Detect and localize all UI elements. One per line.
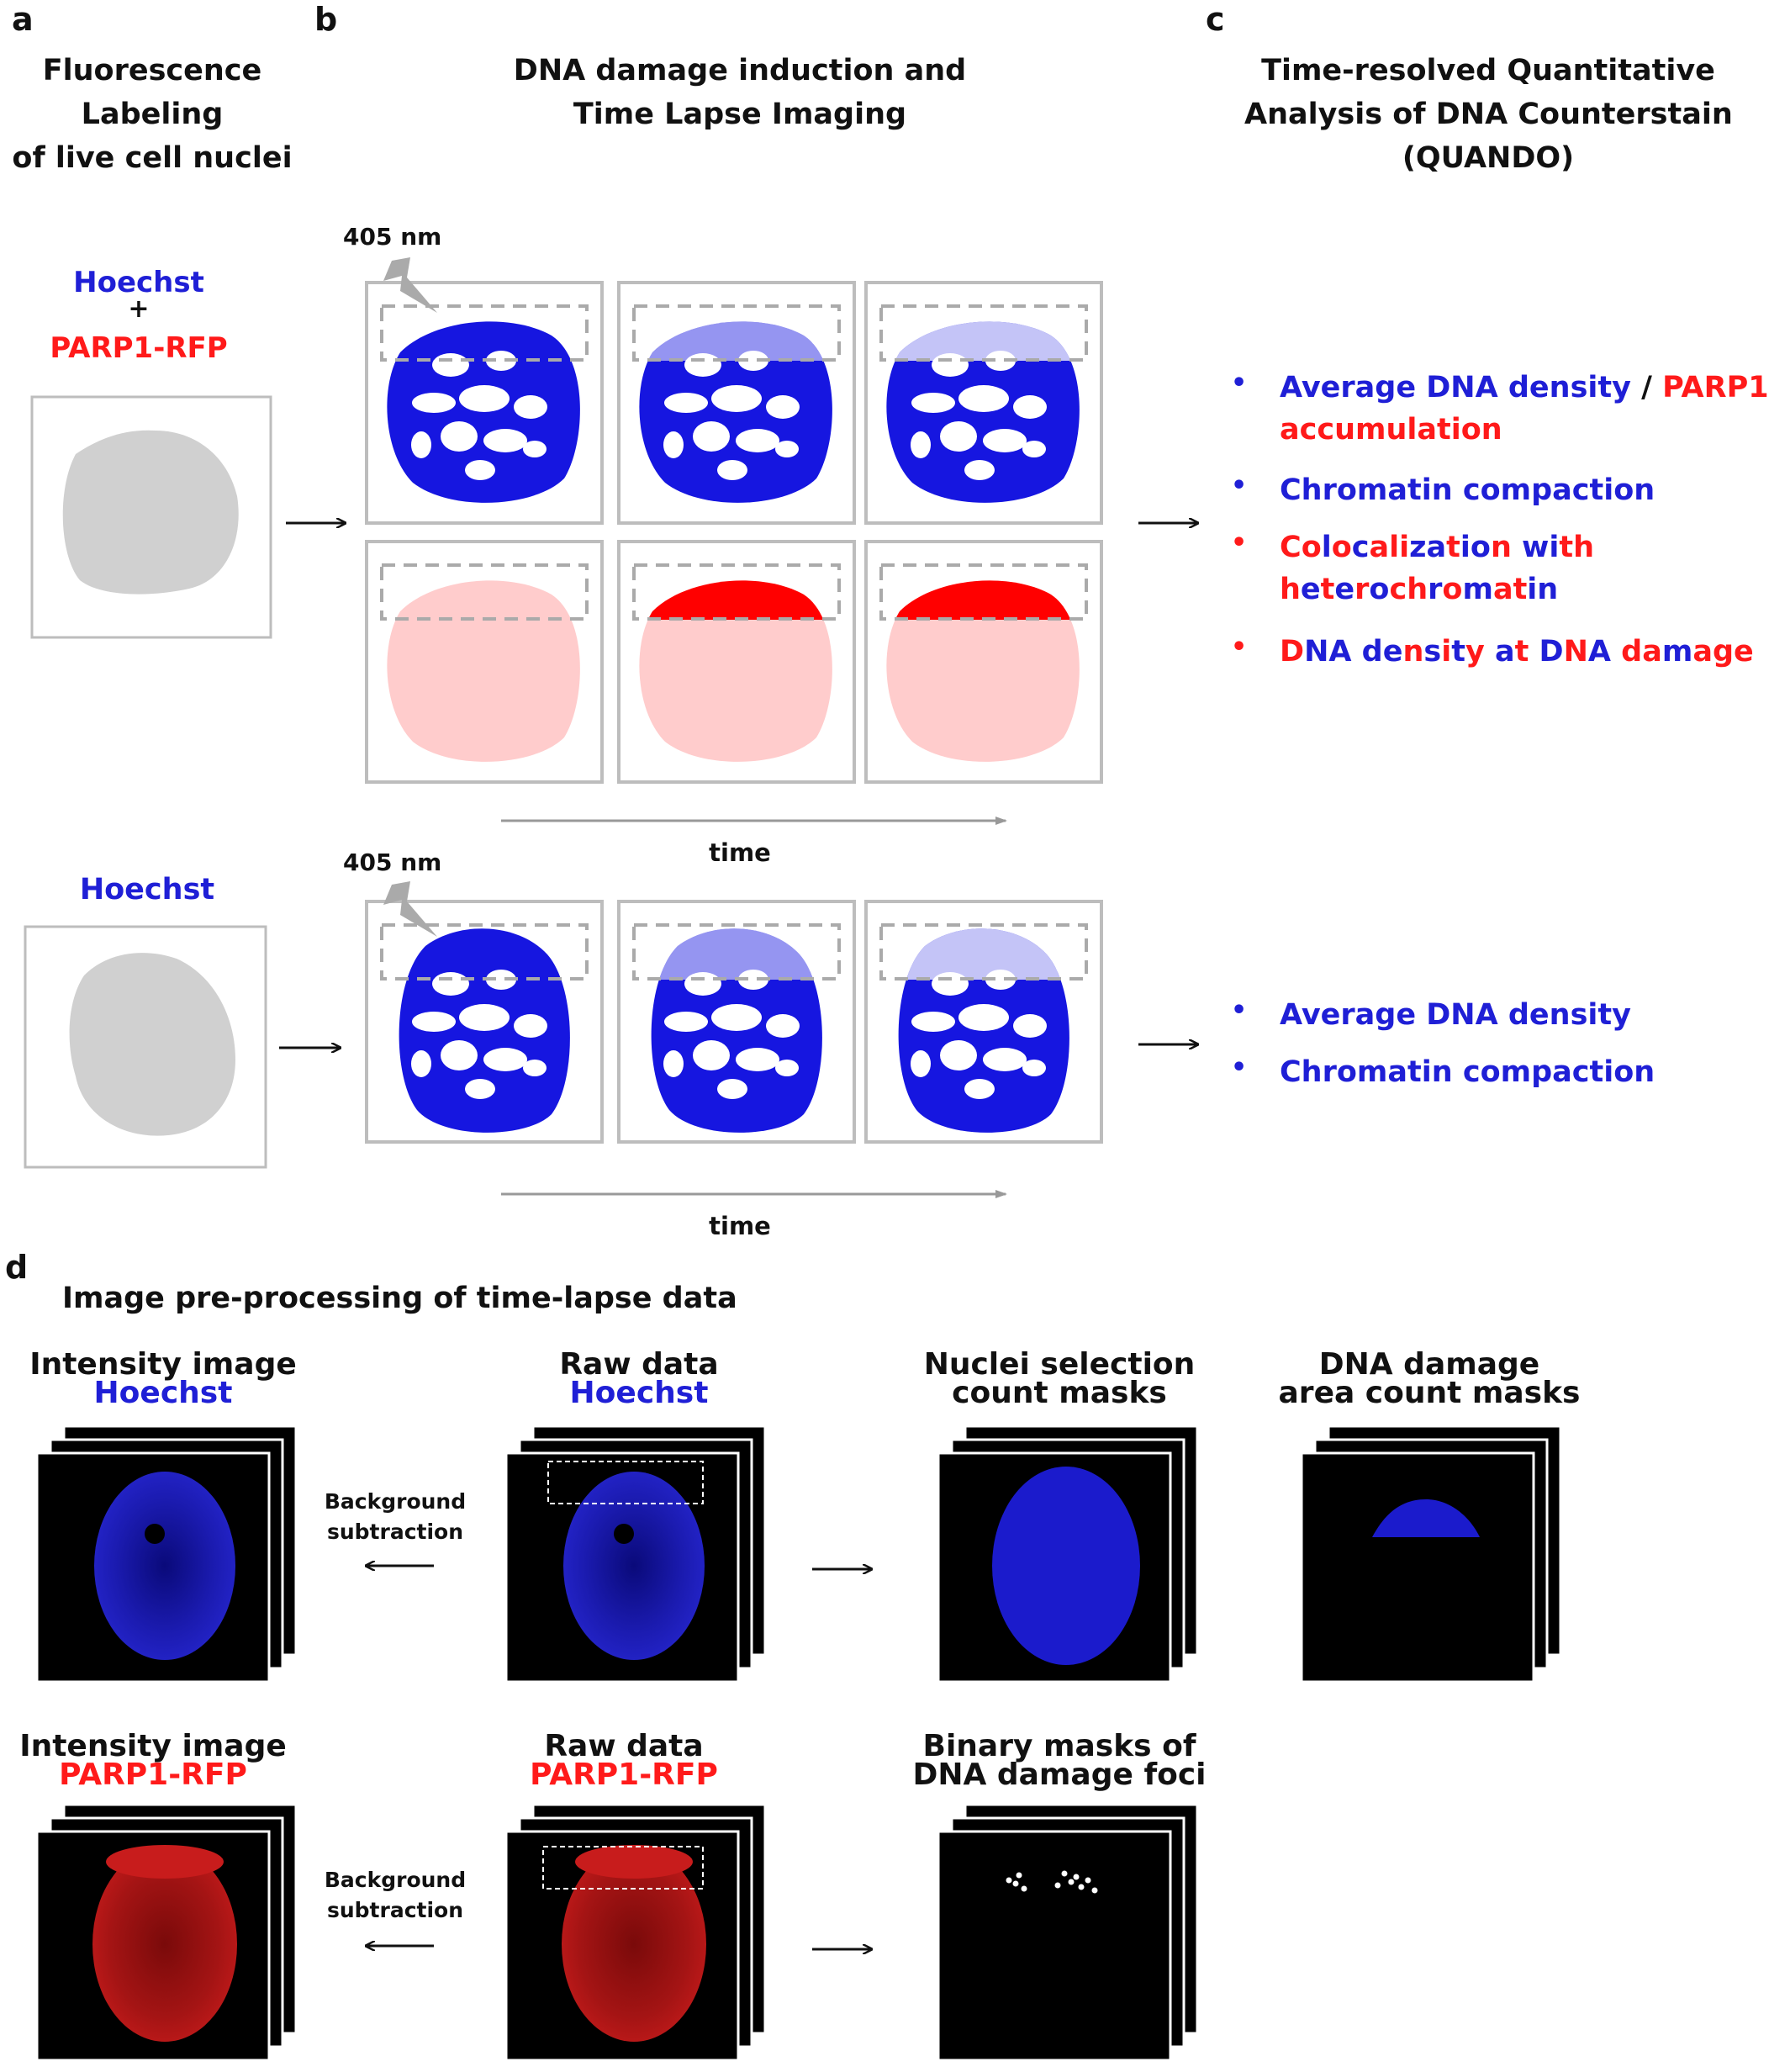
timelapse-frame <box>864 540 1103 784</box>
bullet-5: Average DNA density <box>1280 998 1631 1032</box>
panel-c-title-line3: (QUANDO) <box>1402 141 1575 175</box>
stain-parp1-rfp: PARP1-RFP <box>50 331 228 365</box>
bullet-2: Chromatin compaction <box>1280 473 1655 507</box>
panel-d-title: Image pre-processing of time-lapse data <box>62 1282 737 1315</box>
bullet-3-line1: Colocalization with <box>1280 531 1595 564</box>
bullet-3-line2: heterochromatin <box>1280 573 1559 606</box>
image-stack <box>504 1424 767 1684</box>
d-r1-intensity-title: Intensity image <box>29 1347 297 1382</box>
panel-b-title: DNA damage induction and Time Lapse Imag… <box>471 49 1009 136</box>
timelapse-frame <box>864 281 1103 525</box>
d-r2-bg-line1: Background <box>324 1868 467 1892</box>
d-r2-binary-sub: DNA damage foci <box>912 1758 1207 1792</box>
stain-hoechst-top: Hoechst <box>73 266 204 299</box>
d-r1-bg-line1: Background <box>324 1489 467 1514</box>
timelapse-frame <box>617 900 856 1144</box>
time-label-bottom: time <box>709 1212 771 1240</box>
panel-b-letter: b <box>314 1 338 38</box>
d-r2-bg-line2: subtraction <box>326 1898 464 1922</box>
d-r1-raw-title: Raw data <box>559 1347 719 1382</box>
bullet-6: Chromatin compaction <box>1280 1055 1655 1089</box>
d-r2-intensity-title: Intensity image <box>19 1729 287 1763</box>
panel-b-title-line2: Time Lapse Imaging <box>573 98 907 131</box>
d-r1-damage-sub: area count masks <box>1278 1376 1581 1410</box>
laser-label-top: 405 nm <box>343 223 442 251</box>
bullet-1-seg-a: Average DNA density <box>1280 371 1631 404</box>
panel-a-letter: a <box>12 1 34 38</box>
image-stack <box>937 1803 1199 2062</box>
image-stack <box>937 1424 1199 1684</box>
stain-hoechst-bottom: Hoechst <box>79 873 215 906</box>
d-r1-damage-title: DNA damage <box>1318 1347 1540 1382</box>
bullet-4: DNA density at DNA damage <box>1280 635 1754 669</box>
time-label-top: time <box>709 838 771 867</box>
bullet-1-line2: accumulation <box>1280 413 1502 447</box>
timelapse-frame <box>365 900 604 1144</box>
bullet-1: Average DNA density / PARP1 <box>1280 367 1769 409</box>
d-r1-nuclei-title: Nuclei selection <box>923 1347 1196 1382</box>
d-r2-raw-stain: PARP1-RFP <box>530 1758 718 1792</box>
d-r2-binary-title: Binary masks of <box>922 1729 1196 1763</box>
bullet-1-seg-b: / <box>1630 371 1663 404</box>
image-stack <box>35 1424 298 1684</box>
d-r1-nuclei-sub: count masks <box>952 1376 1167 1410</box>
diagram-graphics <box>24 257 1562 2062</box>
bullet-dot-4: • <box>1231 632 1248 662</box>
cell-thumbnail-top <box>30 395 272 639</box>
panel-c-title-line1: Time-resolved Quantitative <box>1261 54 1715 87</box>
panel-a-title-line3: of live cell nuclei <box>12 141 293 175</box>
panel-c-title: Time-resolved Quantitative Analysis of D… <box>1244 49 1733 180</box>
laser-bolt-bottom <box>383 881 437 937</box>
d-r1-intensity-stain: Hoechst <box>93 1376 233 1410</box>
timelapse-frame <box>365 281 604 525</box>
bullet-dot-3: • <box>1231 528 1248 558</box>
panel-c-title-line2: Analysis of DNA Counterstain <box>1244 98 1733 131</box>
image-stack <box>504 1803 767 2062</box>
panel-b-title-line1: DNA damage induction and <box>513 54 967 87</box>
timelapse-frame <box>365 540 604 784</box>
timelapse-frames <box>365 281 1103 1144</box>
bullet-1-seg-c: PARP1 <box>1662 371 1769 404</box>
d-r2-intensity-stain: PARP1-RFP <box>59 1758 247 1792</box>
panel-a-title-line1: Fluorescence <box>42 54 262 87</box>
bullet-dot-5: • <box>1231 996 1248 1025</box>
bullet-dot-2: • <box>1231 471 1248 500</box>
d-r1-raw-stain: Hoechst <box>569 1376 709 1410</box>
laser-label-bottom: 405 nm <box>343 848 442 876</box>
timelapse-frame <box>617 281 856 525</box>
image-stack <box>1300 1424 1562 1684</box>
image-stack <box>35 1803 298 2062</box>
panel-a-title-line2: Labeling <box>81 98 224 131</box>
panel-c-letter: c <box>1206 1 1225 38</box>
image-stacks <box>35 1424 1562 2062</box>
bullet-dot-6: • <box>1231 1053 1248 1082</box>
panel-d-letter: d <box>5 1249 29 1286</box>
cell-thumbnail-bottom <box>24 925 267 1169</box>
timelapse-frame <box>864 900 1103 1144</box>
bullet-dot-1: • <box>1231 368 1248 398</box>
d-r1-bg-line2: subtraction <box>326 1520 464 1544</box>
panel-a-title: Fluorescence Labeling of live cell nucle… <box>0 49 304 180</box>
laser-bolt-top <box>383 257 437 313</box>
d-r2-raw-title: Raw data <box>544 1729 704 1763</box>
timelapse-frame <box>617 540 856 784</box>
stain-plus: + <box>128 294 150 324</box>
